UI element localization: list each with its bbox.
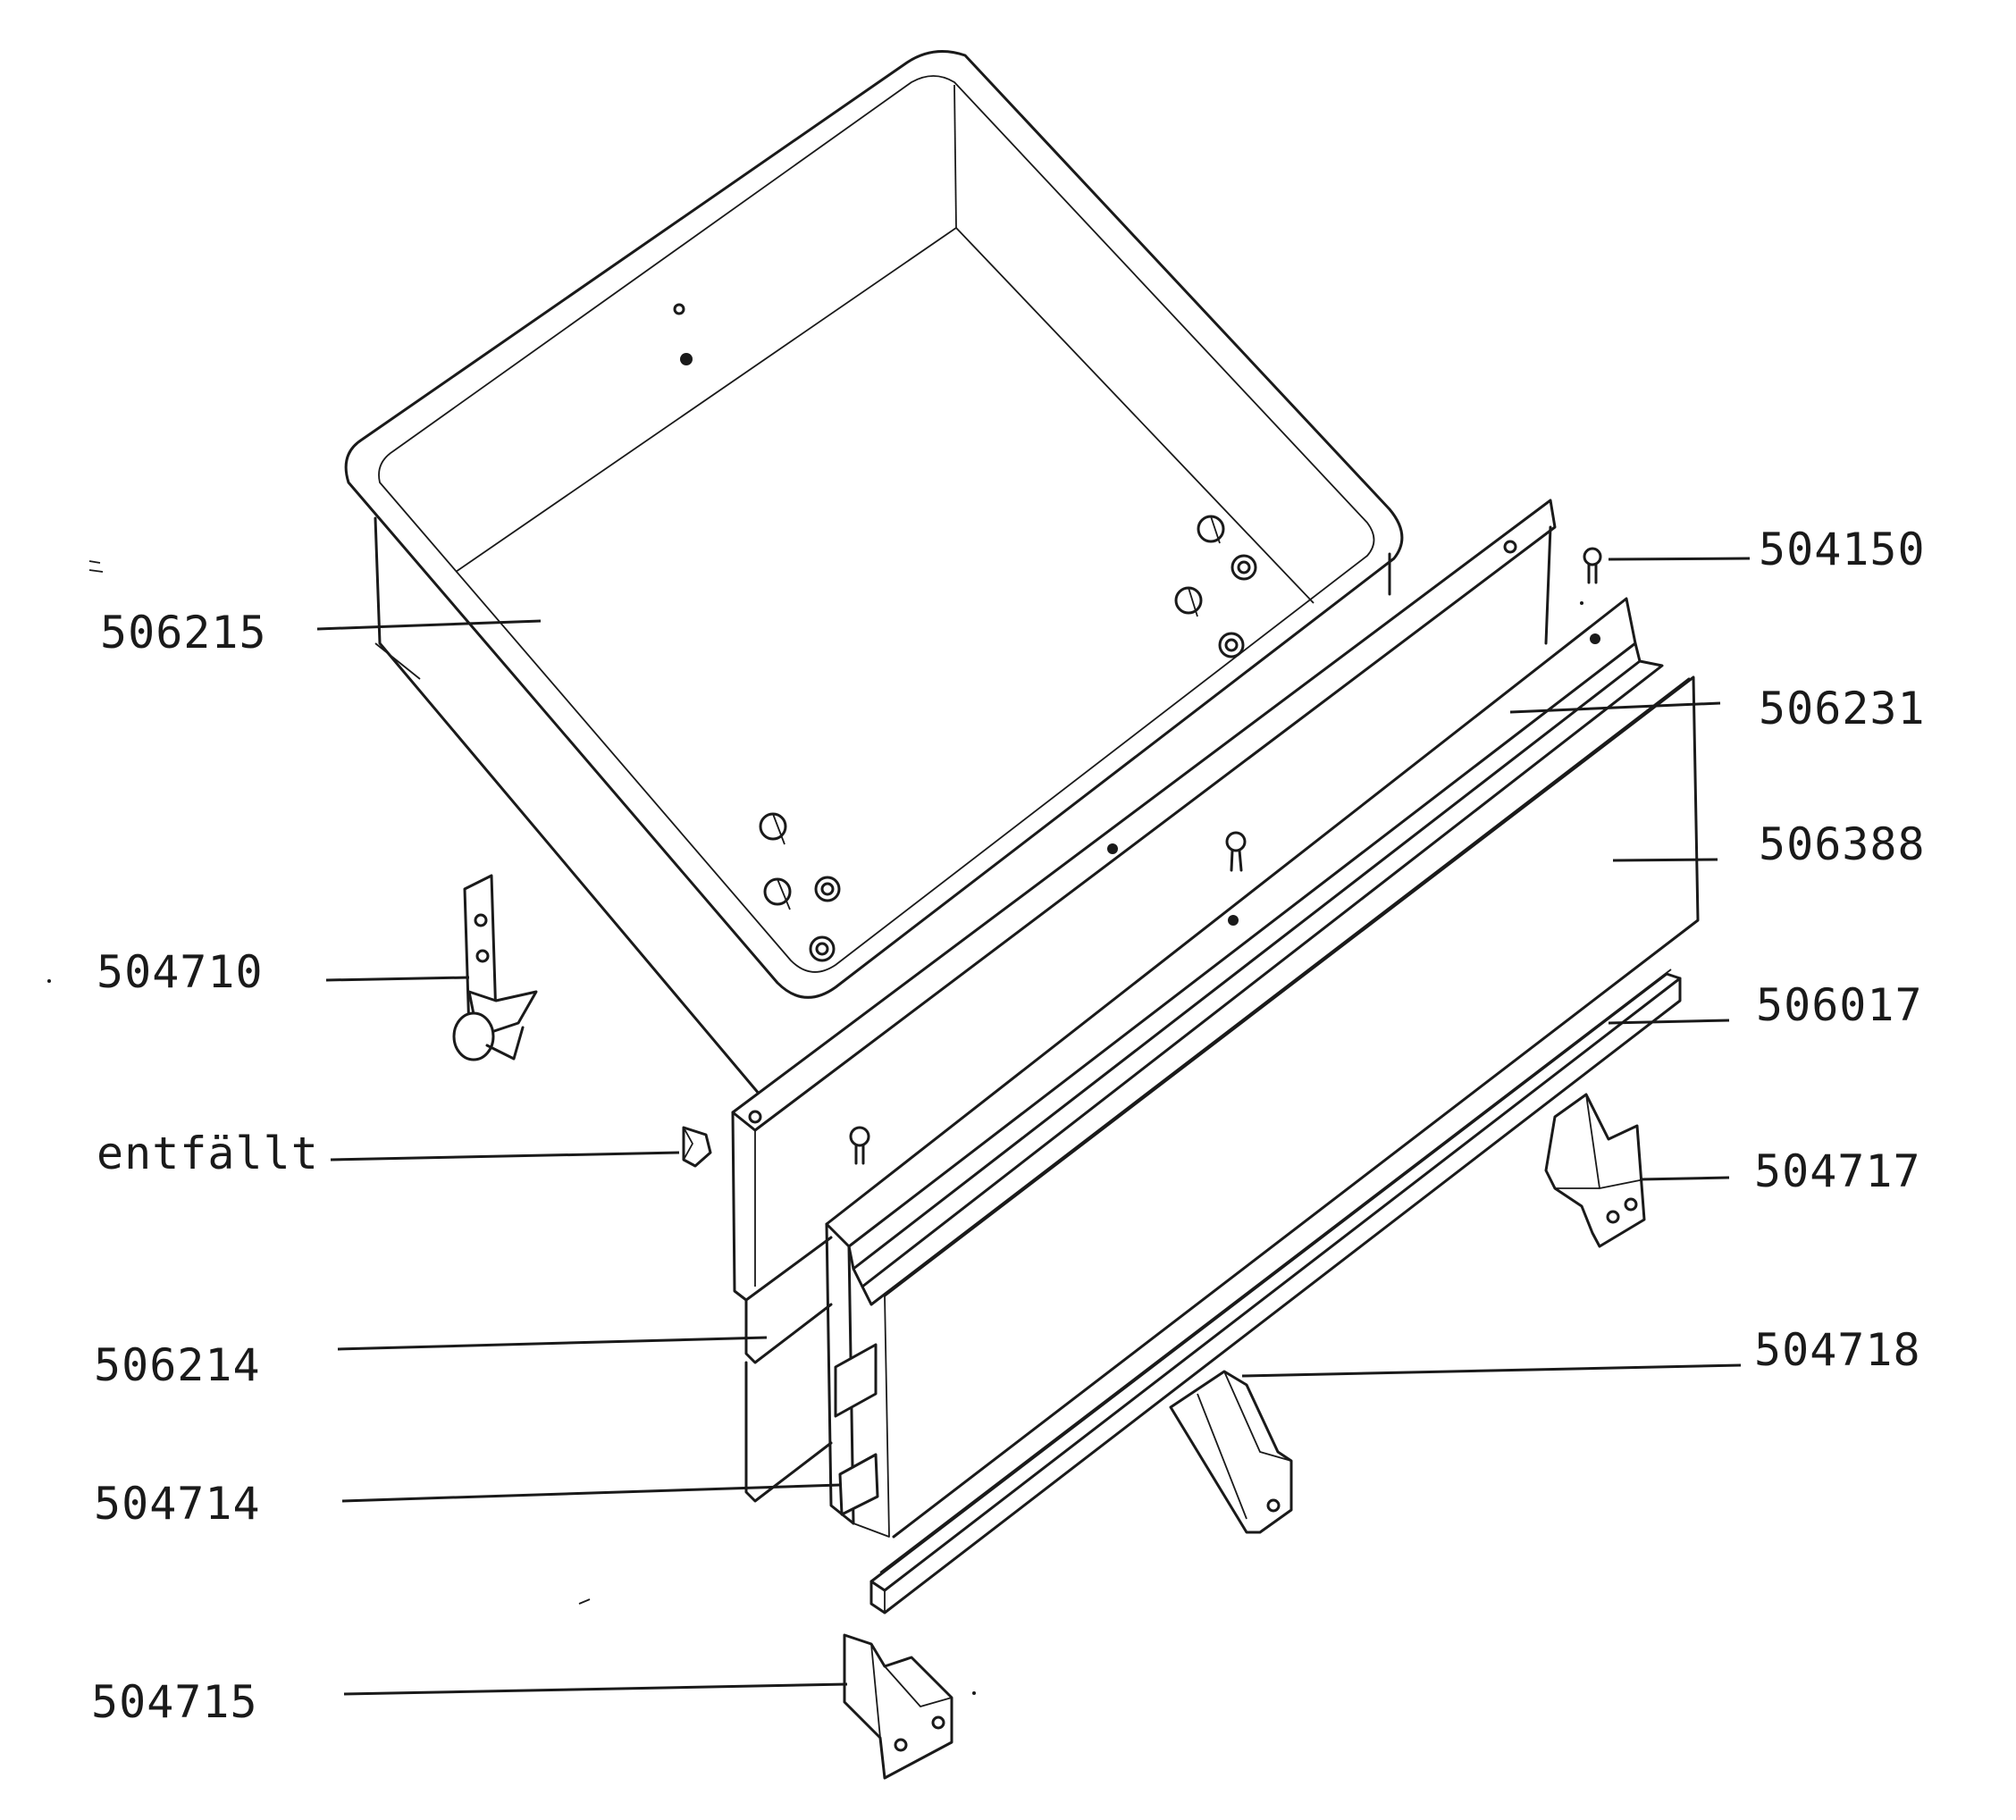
part-label-504714: 504714 xyxy=(94,1478,261,1530)
bracket-drawing-504715 xyxy=(843,1633,953,1780)
pin-rail xyxy=(849,1126,870,1165)
front-frame-drawing xyxy=(825,597,1700,1539)
castor-drawing-504710 xyxy=(452,874,538,1061)
rail-drawing-506214 xyxy=(731,499,1557,1503)
stray-mark xyxy=(47,979,51,983)
part-label-506231: 506231 xyxy=(1759,683,1926,734)
part-label-506388: 506388 xyxy=(1759,818,1926,870)
part-label-entfaellt: entfällt xyxy=(97,1128,319,1179)
part-label-504717: 504717 xyxy=(1754,1145,1921,1197)
part-label-504715: 504715 xyxy=(91,1676,258,1728)
pin-504150 xyxy=(1583,547,1602,584)
part-label-506215: 506215 xyxy=(100,607,267,658)
part-label-506214: 506214 xyxy=(94,1339,261,1391)
stray-mark xyxy=(1580,601,1583,605)
part-label-504718: 504718 xyxy=(1754,1324,1921,1376)
bracket-drawing-504718 xyxy=(1169,1370,1293,1534)
pin-frame xyxy=(1225,831,1247,872)
part-label-504710: 504710 xyxy=(97,946,264,998)
stray-mark xyxy=(578,1598,591,1605)
clip-entfaellt xyxy=(682,1126,712,1168)
tub-drawing xyxy=(344,50,1404,1096)
bottom-rail-drawing xyxy=(869,969,1682,1615)
part-label-506017: 506017 xyxy=(1756,979,1923,1031)
stray-mark xyxy=(972,1691,976,1695)
stray-mark xyxy=(88,560,104,573)
leader-lines xyxy=(316,557,1751,1696)
bracket-drawing-504717 xyxy=(1544,1093,1646,1248)
part-label-504150: 504150 xyxy=(1759,524,1926,575)
